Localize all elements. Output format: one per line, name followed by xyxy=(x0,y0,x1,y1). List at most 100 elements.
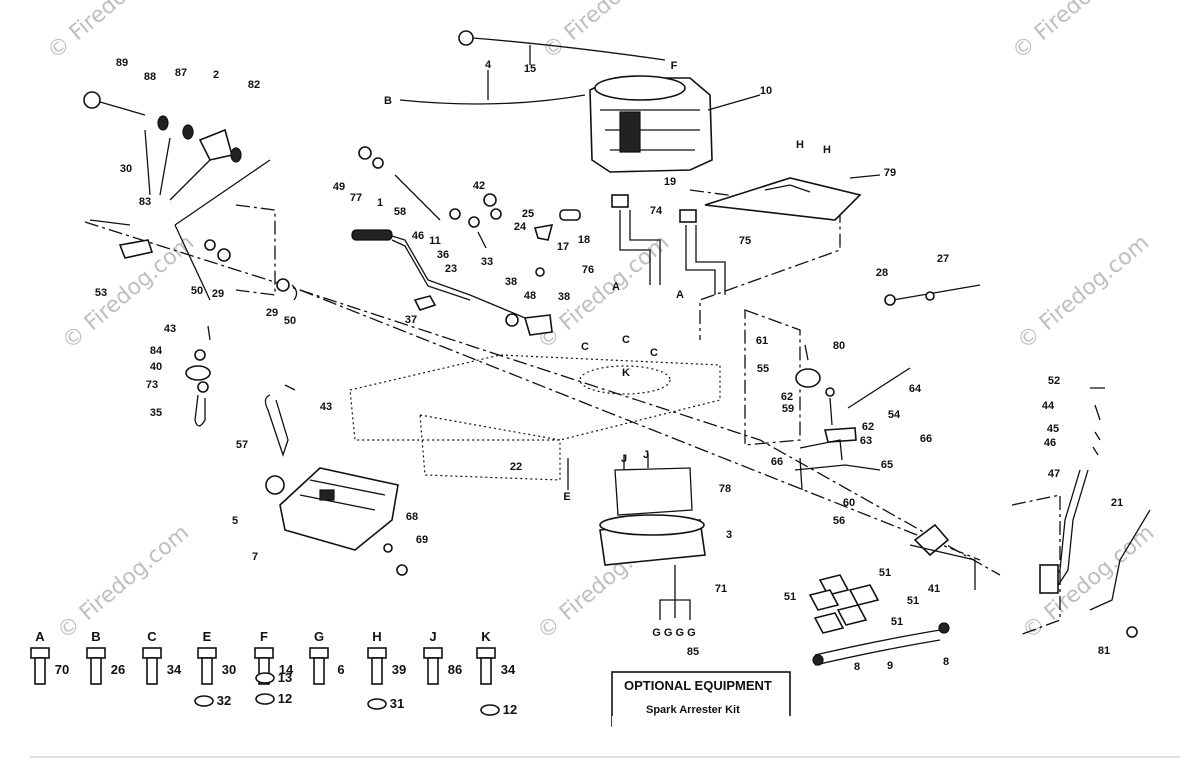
washer-icon xyxy=(255,693,275,705)
bolt-shank-icon xyxy=(201,657,213,685)
hardware-item: B26 xyxy=(86,629,125,685)
callout-label: 21 xyxy=(1111,497,1123,509)
hardware-letter: G xyxy=(314,629,324,644)
callout-label: 84 xyxy=(150,345,163,357)
callout-label: 47 xyxy=(1048,468,1060,480)
callout-label: 27 xyxy=(937,253,949,265)
callout-label: 64 xyxy=(909,383,922,395)
bolt-shank-icon xyxy=(146,657,158,685)
callout-label: 43 xyxy=(164,323,176,335)
callout-label: 9 xyxy=(887,660,893,672)
left-parts xyxy=(83,91,298,301)
right-linkage xyxy=(794,284,981,491)
bolt-head-icon xyxy=(309,647,329,659)
callout-label: 81 xyxy=(1098,645,1110,657)
callout-label: F xyxy=(671,60,678,72)
watermark: © Firedog.com xyxy=(1018,520,1159,644)
optional-equipment-box: OPTIONAL EQUIPMENT Spark Arrester Kit xyxy=(611,671,792,759)
watermark: © Firedog.com xyxy=(538,0,679,65)
callout-label: 40 xyxy=(150,361,162,373)
hardware-letter: E xyxy=(203,629,212,644)
hardware-letter: A xyxy=(35,629,45,644)
bolt-head-icon xyxy=(142,647,162,659)
exhaust-pipes xyxy=(611,194,726,295)
hardware-qty: 39 xyxy=(392,662,406,677)
bolt-head-icon xyxy=(86,647,106,659)
callout-label: 5 xyxy=(232,515,238,527)
callout-label: 4 xyxy=(485,59,492,71)
callout-label: 36 xyxy=(437,249,449,261)
callout-label: 65 xyxy=(881,459,893,471)
bolt-shank-icon xyxy=(90,657,102,685)
callout-label: 10 xyxy=(760,85,772,97)
hardware-item: G6 xyxy=(309,629,345,685)
callout-label: 11 xyxy=(429,235,441,247)
callout-label: 22 xyxy=(510,461,522,473)
callout-label: 46 xyxy=(412,230,424,242)
callout-label: 66 xyxy=(771,456,783,468)
callout-label: J xyxy=(643,449,649,461)
callout-label: 58 xyxy=(394,206,406,218)
callout-label: 53 xyxy=(95,287,107,299)
callout-label: 51 xyxy=(891,616,903,628)
callout-label: 45 xyxy=(1047,423,1059,435)
hardware-extra-label: 31 xyxy=(390,696,404,711)
callout-label: 50 xyxy=(284,315,296,327)
hardware-extra-label: 13 xyxy=(278,670,292,685)
callout-label: C xyxy=(581,341,589,353)
callout-label: 33 xyxy=(481,256,493,268)
hardware-item: K 34 xyxy=(476,629,516,685)
hardware-extra-label: 32 xyxy=(217,693,231,708)
hardware-qty: 30 xyxy=(222,662,236,677)
callout-label: 25 xyxy=(522,208,534,220)
callout-label: 76 xyxy=(582,264,594,276)
callout-label: 82 xyxy=(248,79,260,91)
callout-label: 19 xyxy=(664,176,676,188)
watermark: © Firedog.com xyxy=(53,520,194,644)
fuel-tank xyxy=(265,467,408,576)
callout-label: 35 xyxy=(150,407,162,419)
callout-label: H xyxy=(823,144,831,156)
hardware-letter: H xyxy=(372,629,381,644)
hardware-qty: 14 xyxy=(279,662,294,677)
bolt-shank-icon xyxy=(313,657,325,685)
watermark: © Firedog.com xyxy=(1008,0,1149,65)
callout-label: 1 xyxy=(377,197,383,209)
hardware-extra-label: 12 xyxy=(278,691,292,706)
callout-label: 66 xyxy=(920,433,932,445)
pads-and-hose xyxy=(808,574,950,666)
hardware-letter: J xyxy=(429,629,436,644)
bolt-shank-icon xyxy=(34,657,46,685)
callout-label: 57 xyxy=(236,439,248,451)
bolt-head-icon xyxy=(367,647,387,659)
washer-icon xyxy=(255,672,275,684)
callout-label: 18 xyxy=(578,234,590,246)
hardware-qty: 34 xyxy=(501,662,516,677)
hardware-extra-label: 12 xyxy=(503,702,517,717)
hardware-qty: 70 xyxy=(55,662,69,677)
callout-label: 44 xyxy=(1042,400,1055,412)
callout-label: B xyxy=(384,95,392,107)
hardware-letter: B xyxy=(91,629,100,644)
callout-label: E xyxy=(563,491,570,503)
callout-label: 38 xyxy=(558,291,570,303)
callout-label: 17 xyxy=(557,241,569,253)
callout-label: 7 xyxy=(252,551,258,563)
pedal-assembly xyxy=(909,387,1151,638)
watermark: © Firedog.com xyxy=(533,230,674,354)
callout-label: 62 xyxy=(781,391,793,403)
callout-label: 55 xyxy=(757,363,769,375)
cables xyxy=(399,30,666,105)
callout-label: C xyxy=(650,347,658,359)
callout-label: 78 xyxy=(719,483,731,495)
callout-label: 30 xyxy=(120,163,132,175)
hardware-letter: K xyxy=(481,629,491,644)
callout-label: 8 xyxy=(854,661,860,673)
hardware-item: C34 xyxy=(142,629,182,685)
callout-label: 77 xyxy=(350,192,362,204)
callout-label: J xyxy=(621,453,627,465)
hardware-item: H 39 xyxy=(367,629,406,685)
callout-label: A xyxy=(612,281,620,293)
